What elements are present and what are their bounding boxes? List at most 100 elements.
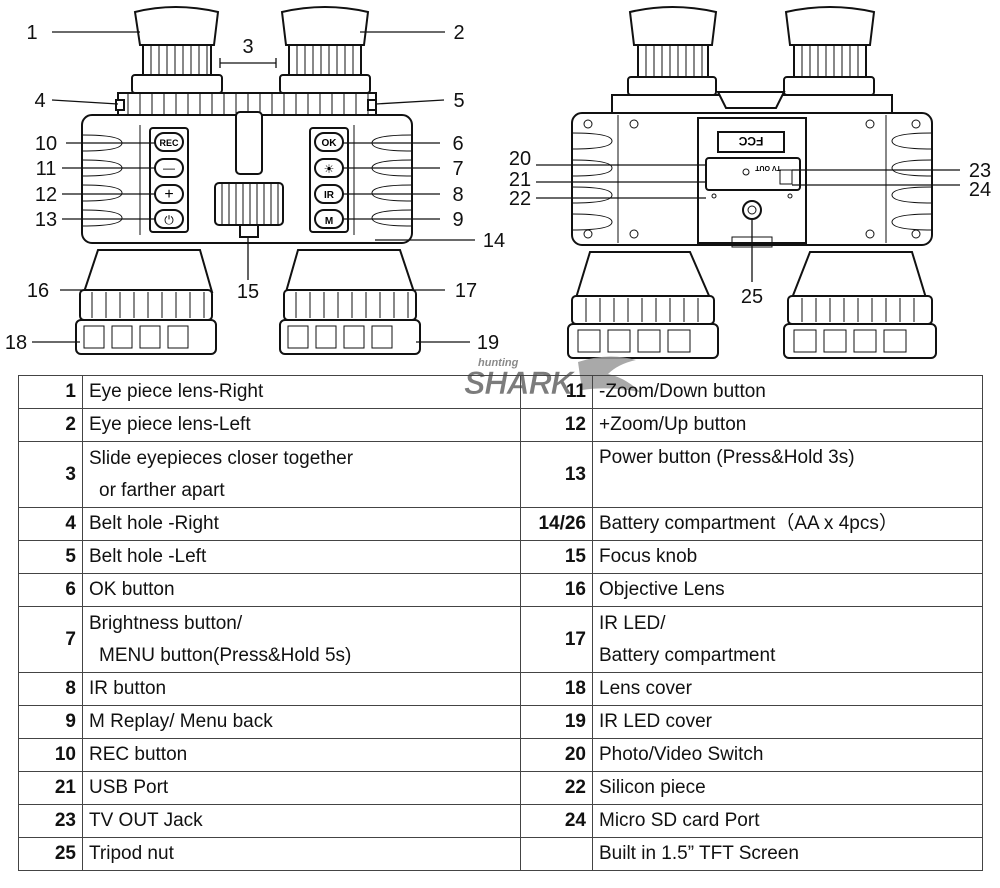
- description-line: Built in 1.5” TFT Screen: [599, 843, 799, 864]
- description-line: M Replay/ Menu back: [89, 711, 273, 732]
- part-description-right: -Zoom/Down button: [592, 375, 983, 409]
- part-number-right: 17: [520, 606, 593, 673]
- callout-7: 7: [452, 158, 463, 180]
- part-description-left: Belt hole -Right: [82, 507, 521, 541]
- callout-11: 11: [36, 158, 57, 180]
- callout-18: 18: [5, 332, 27, 354]
- description-line: OK button: [89, 579, 175, 600]
- callout-4: 4: [34, 90, 45, 112]
- part-number-right: 12: [520, 408, 593, 442]
- rec-button-label: REC: [159, 138, 179, 148]
- callout-14: 14: [483, 230, 505, 252]
- callout-19: 19: [477, 332, 499, 354]
- part-description-left: Eye piece lens-Right: [82, 375, 521, 409]
- callout-9: 9: [452, 209, 463, 231]
- description-line: Battery compartment: [599, 644, 776, 666]
- description-line: -Zoom/Down button: [599, 381, 766, 402]
- description-line: Eye piece lens-Left: [89, 414, 251, 435]
- part-number-right: 14/26: [520, 507, 593, 541]
- part-number-right: 19: [520, 705, 593, 739]
- callout-22: 22: [509, 188, 531, 210]
- part-description-right: Built in 1.5” TFT Screen: [592, 837, 983, 871]
- part-number-left: 25: [18, 837, 83, 871]
- callout-numbers: 1 2 3 4 5 6 7 8 9 10 11 12 13 14 15 16 1…: [5, 22, 991, 354]
- description-line: Focus knob: [599, 546, 698, 567]
- part-number-left: 1: [18, 375, 83, 409]
- description-line: Lens cover: [599, 678, 692, 699]
- description-line: TV OUT Jack: [89, 810, 203, 831]
- callout-5: 5: [453, 90, 464, 112]
- front-view: REC — + ⏻ OK ☀ IR M: [32, 6, 475, 355]
- part-description-right: Silicon piece: [592, 771, 983, 805]
- part-description-right: +Zoom/Up button: [592, 408, 983, 442]
- part-number-right: 20: [520, 738, 593, 772]
- callout-2: 2: [453, 22, 464, 44]
- part-number-right: 22: [520, 771, 593, 805]
- part-number-left: 21: [18, 771, 83, 805]
- part-number-left: 9: [18, 705, 83, 739]
- description-line: Micro SD card Port: [599, 810, 760, 831]
- callout-10: 10: [35, 133, 57, 155]
- power-button-label: ⏻: [164, 213, 174, 227]
- ir-button-label: IR: [324, 190, 335, 201]
- callout-25: 25: [741, 286, 763, 308]
- part-number-right: 16: [520, 573, 593, 607]
- part-number-left: 8: [18, 672, 83, 706]
- back-view: FCC TV OUT: [536, 6, 960, 359]
- part-description-left: Belt hole -Left: [82, 540, 521, 574]
- description-line: +Zoom/Up button: [599, 414, 747, 435]
- right-button-column: OK ☀ IR M: [314, 132, 344, 229]
- description-line: Belt hole -Left: [89, 546, 207, 567]
- description-line: Objective Lens: [599, 579, 725, 600]
- tv-out-label: TV OUT: [754, 164, 780, 171]
- part-description-left: TV OUT Jack: [82, 804, 521, 838]
- ok-button-label: OK: [322, 138, 338, 149]
- description-line: or farther apart: [99, 479, 225, 501]
- part-description-left: M Replay/ Menu back: [82, 705, 521, 739]
- callout-21: 21: [509, 169, 531, 191]
- callout-15: 15: [237, 281, 259, 303]
- part-number-right: 15: [520, 540, 593, 574]
- description-line: Brightness button/: [89, 612, 243, 634]
- description-line: Battery compartment（AA x 4pcs）: [599, 513, 898, 534]
- binoculars-diagram: REC — + ⏻ OK ☀ IR M: [5, 6, 991, 359]
- callout-17: 17: [455, 280, 477, 302]
- description-line: Belt hole -Right: [89, 513, 219, 534]
- callout-12: 12: [35, 184, 57, 206]
- minus-button-label: —: [163, 161, 175, 175]
- part-description-left: Brightness button/MENU button(Press&Hold…: [82, 606, 521, 673]
- description-line: IR LED cover: [599, 711, 712, 732]
- description-line: MENU button(Press&Hold 5s): [99, 644, 352, 666]
- part-description-left: Slide eyepieces closer together or farthe…: [82, 441, 521, 508]
- brightness-button-label: ☀: [324, 162, 335, 176]
- description-line: Slide eyepieces closer together: [89, 447, 354, 469]
- part-number-left: 5: [18, 540, 83, 574]
- callout-3: 3: [242, 36, 253, 58]
- table-row: 5 Belt hole -Left 15 Focus knob: [18, 540, 983, 574]
- description-line: IR LED/: [599, 612, 666, 634]
- part-description-right: Battery compartment（AA x 4pcs）: [592, 507, 983, 541]
- part-description-left: REC button: [82, 738, 521, 772]
- callout-16: 16: [27, 280, 49, 302]
- logo-small-text: hunting: [478, 357, 519, 369]
- plus-button-label: +: [164, 186, 173, 203]
- part-description-left: Eye piece lens-Left: [82, 408, 521, 442]
- callout-8: 8: [452, 184, 463, 206]
- part-description-right: Lens cover: [592, 672, 983, 706]
- part-description-right: IR LED/Battery compartment: [592, 606, 983, 673]
- description-line: USB Port: [89, 777, 169, 798]
- part-description-right: Objective Lens: [592, 573, 983, 607]
- part-description-right: Power button (Press&Hold 3s): [592, 441, 983, 508]
- table-row: 21 USB Port 22 Silicon piece: [18, 771, 983, 805]
- description-line: Silicon piece: [599, 777, 706, 798]
- part-description-left: USB Port: [82, 771, 521, 805]
